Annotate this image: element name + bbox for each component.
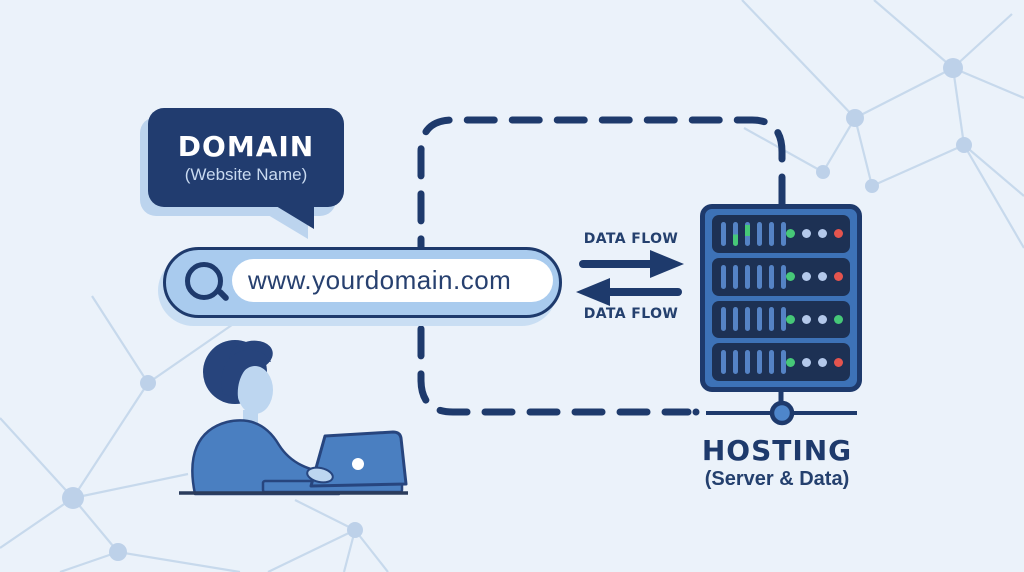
led-pale <box>802 229 811 239</box>
server-bar <box>745 221 750 246</box>
hosting-caption: HOSTING (Server & Data) <box>686 434 868 491</box>
led-pale <box>802 272 811 282</box>
server-bar <box>733 307 738 332</box>
led-green <box>834 314 843 324</box>
network-node <box>769 400 795 426</box>
url-text: www.yourdomain.com <box>248 265 512 295</box>
connection-route-dashed <box>417 116 857 426</box>
server-bar <box>757 350 762 375</box>
server-row <box>712 300 850 339</box>
face <box>237 366 273 414</box>
data-flow-label-bottom: DATA FLOW <box>583 306 679 322</box>
led-green <box>786 272 795 282</box>
led-pale <box>802 357 811 367</box>
server-row <box>712 257 850 296</box>
hosting-title: HOSTING <box>701 434 853 467</box>
server-bar <box>781 221 786 246</box>
data-flow-label-top: DATA FLOW <box>583 231 679 247</box>
server-bar <box>733 221 738 246</box>
hand <box>306 466 334 484</box>
led-pale <box>818 314 827 324</box>
server-bar <box>745 350 750 375</box>
person-at-laptop-illustration <box>179 340 408 496</box>
data-flow-right-arrow-icon <box>579 250 684 278</box>
server-bar <box>745 307 750 332</box>
server-bar <box>781 307 786 332</box>
url-field: www.yourdomain.com <box>232 259 553 302</box>
led-pale <box>802 314 811 324</box>
led-pale <box>818 272 827 282</box>
server-bar <box>721 221 726 246</box>
server-bar <box>781 264 786 289</box>
led-red <box>834 357 843 367</box>
server-bar <box>769 350 774 375</box>
server-row <box>712 215 850 253</box>
server-row <box>712 343 850 381</box>
domain-title: DOMAIN <box>177 130 315 163</box>
server-bar <box>721 350 726 375</box>
server-bar <box>721 264 726 289</box>
led-pale <box>818 357 827 367</box>
server-bar <box>769 221 774 246</box>
domain-subtitle: (Website Name) <box>184 165 308 184</box>
server-rack-illustration <box>700 204 862 392</box>
server-bar <box>769 264 774 289</box>
led-green <box>786 314 795 324</box>
server-bar <box>733 350 738 375</box>
server-bar <box>757 264 762 289</box>
speech-bubble-body: DOMAIN (Website Name) <box>148 108 344 207</box>
led-red <box>834 229 843 239</box>
server-bar <box>745 264 750 289</box>
server-bar <box>757 307 762 332</box>
data-flow-left-arrow-icon <box>576 278 682 306</box>
led-pale <box>818 229 827 239</box>
server-bar <box>781 350 786 375</box>
server-bar <box>721 307 726 332</box>
domain-speech-bubble: DOMAIN (Website Name) <box>140 108 344 239</box>
server-bar <box>769 307 774 332</box>
browser-search-bar: www.yourdomain.com <box>163 247 562 318</box>
server-bar <box>733 264 738 289</box>
search-icon <box>185 262 223 300</box>
led-green <box>786 357 795 367</box>
hair-front <box>221 349 271 398</box>
server-bar <box>757 221 762 246</box>
led-red <box>834 272 843 282</box>
led-green <box>786 229 795 239</box>
hosting-subtitle: (Server & Data) <box>704 468 850 490</box>
laptop-logo-dot <box>352 458 364 470</box>
server-rows <box>712 215 850 381</box>
